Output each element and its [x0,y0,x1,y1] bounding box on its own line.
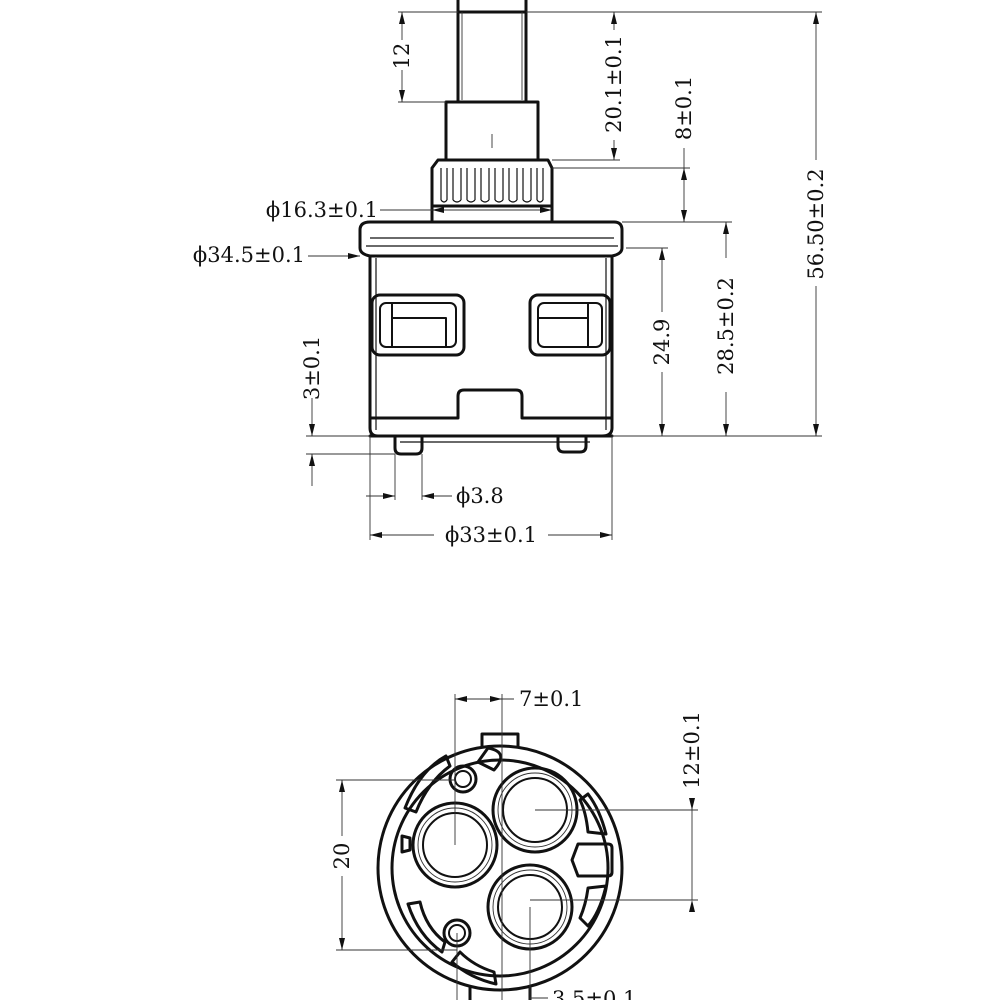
overall-height-label: 56.50±0.2 [804,168,828,279]
right-pocket-top [578,792,608,836]
bottom-view [376,732,624,1000]
top-pin-hole [448,764,478,794]
body-height-label: 28.5±0.2 [714,277,738,375]
bottom-dimension-lines [336,694,698,1000]
stem-top-to-spline-label: 20.1±0.1 [602,35,626,133]
right-pin [556,434,588,454]
pin-offset-label: 7±0.1 [519,687,583,711]
stem-height-label: 12 [390,43,414,70]
stem-collar [444,100,540,162]
right-pocket-mid [570,842,614,878]
port-spacing-right-label: 12±0.1 [680,711,704,789]
right-pocket-bottom [578,884,608,928]
body-diameter-label: ϕ33±0.1 [445,523,537,547]
pin-length-label: 3±0.1 [300,336,324,400]
side-dimension-lines [306,11,822,540]
left-water-window [370,293,466,357]
spline [430,158,554,208]
port-offset-bottom-label: 3.5±0.1 [552,987,636,1000]
flange [358,220,624,258]
stem [456,0,528,104]
pin-diameter-label: ϕ3.8 [456,484,504,508]
body-inner-height-label: 24.9 [650,319,674,366]
outer-ring [376,744,624,992]
flange-diameter-label: ϕ34.5±0.1 [193,243,305,267]
spline-teeth [440,168,544,203]
spline-diameter-label: ϕ16.3±0.1 [266,198,378,222]
port-spacing-left-label: 20 [330,843,354,870]
side-dimension-arrows [309,12,819,538]
left-pin [393,434,424,456]
body-notch [368,388,614,420]
spline-height-label: 8±0.1 [672,76,696,140]
right-water-window [528,293,612,357]
side-view [358,0,624,456]
bottom-dimension-arrows [339,696,695,950]
